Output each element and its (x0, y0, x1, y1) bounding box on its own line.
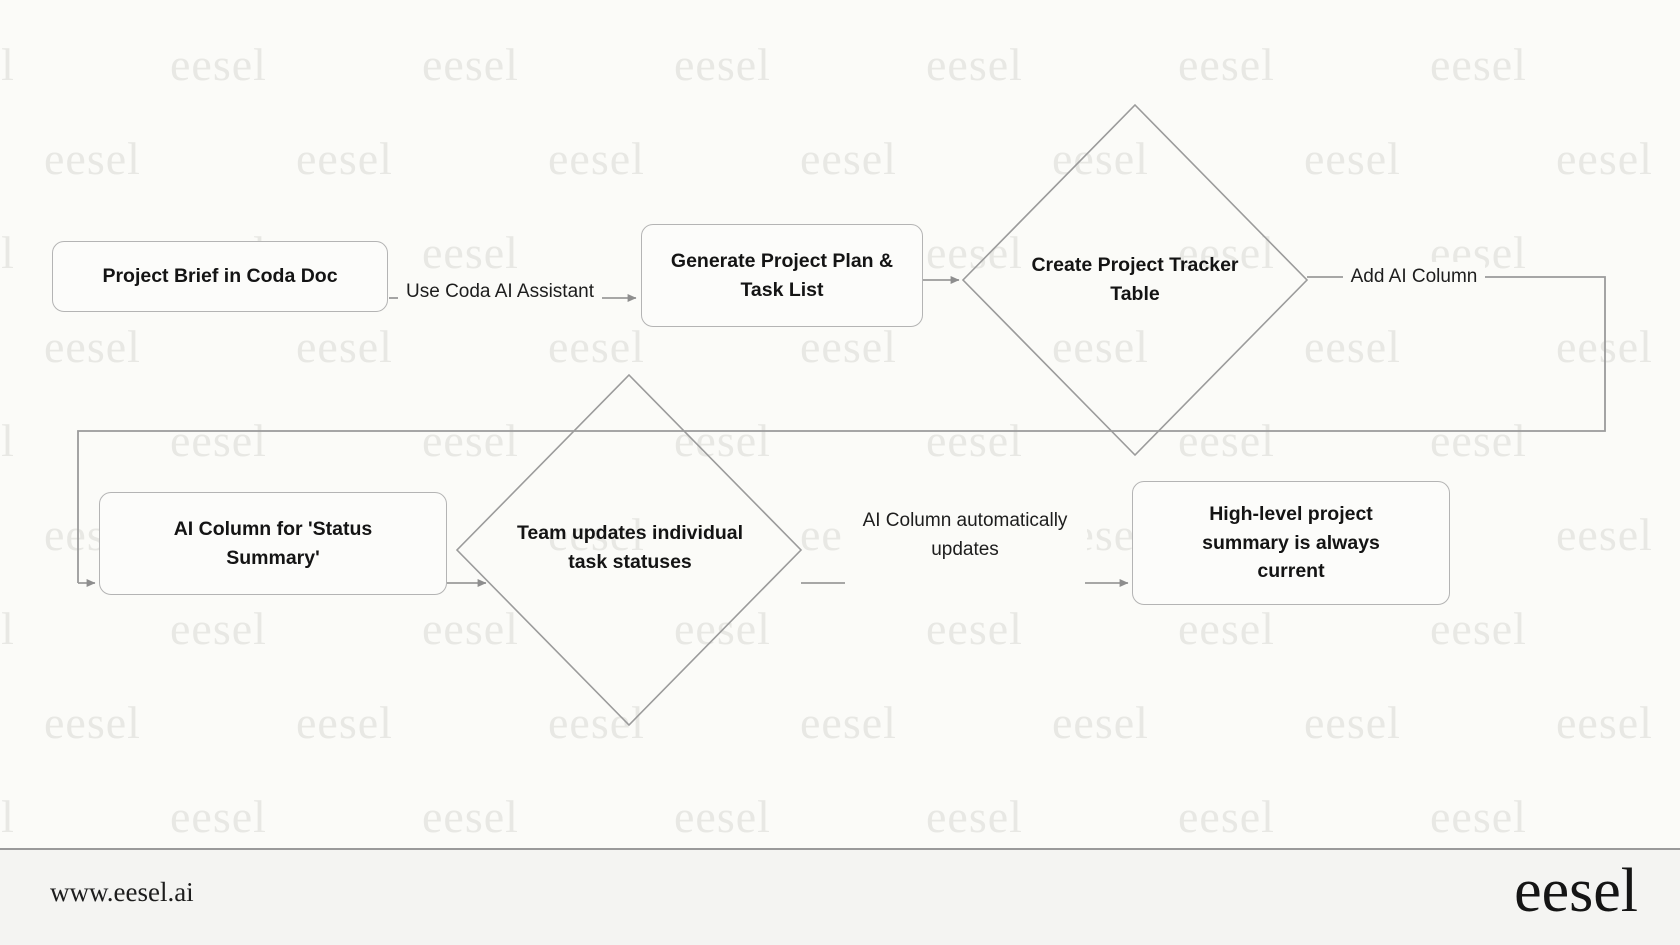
node-generate-project-plan-task-list[interactable]: Generate Project Plan & Task List (641, 224, 923, 327)
edge-label-to-n4-path (77, 276, 1606, 583)
node-label: High-level project summary is always curre… (1202, 500, 1380, 587)
diamond-label-line1: Team updates individual (516, 522, 744, 545)
diamond-label-line2: Table (1110, 283, 1160, 305)
edge-label-line1: AI Column automatically (862, 510, 1068, 532)
diamond-label-line2: task statuses (568, 551, 692, 573)
node-label-line1: High-level project (1209, 502, 1373, 525)
node-label-line2: summary is always (1202, 531, 1380, 554)
edge-layer (77, 103, 1606, 727)
edge-label-text: Add AI Column (1350, 265, 1478, 287)
node-label: Project Brief in Coda Doc (102, 265, 338, 288)
flowchart-canvas: eeseleeseleeseleeseleeseleeseleeseleesel… (0, 41, 1652, 840)
node-label-line3: current (1257, 560, 1325, 583)
edge-label-use-coda-ai-assistant: Use Coda AI Assistant (398, 277, 602, 307)
diamond-create-project-tracker-table (961, 103, 1309, 457)
diamond-label-text: Team updates individual task statuses (517, 519, 743, 577)
edge-label-line2: updates (931, 539, 999, 560)
edge-label-ai-column-automatically-updates: AI Column automatically updates (843, 505, 1087, 567)
node-high-level-project-summary-always-current[interactable]: High-level project summary is always curre… (1132, 481, 1450, 605)
node-project-brief-in-coda-doc[interactable]: Project Brief in Coda Doc (52, 241, 388, 312)
node-label-line2: Task List (740, 278, 824, 301)
node-label: Generate Project Plan & Task List (671, 247, 893, 305)
edge-label-text: Use Coda AI Assistant (406, 280, 594, 302)
diamond-label-team-updates-task-statuses[interactable]: Team updates individual task statuses (490, 508, 770, 588)
footer-url[interactable]: www.eesel.ai (50, 877, 194, 907)
diamond-team-updates-task-statuses (455, 373, 803, 727)
node-label-line1: AI Column for 'Status (173, 517, 373, 540)
node-label-line2: Summary' (226, 546, 320, 569)
edge-label-text: AI Column automatically updates (863, 507, 1068, 565)
diamond-label-line1: Create Project Tracker (1031, 254, 1239, 277)
eesel-logo: eesel (1514, 857, 1638, 925)
edge-label-add-ai-column: Add AI Column (1343, 262, 1485, 292)
node-label-line1: Generate Project Plan & (670, 249, 894, 272)
footer-bar: www.eesel.ai eesel (0, 848, 1680, 945)
